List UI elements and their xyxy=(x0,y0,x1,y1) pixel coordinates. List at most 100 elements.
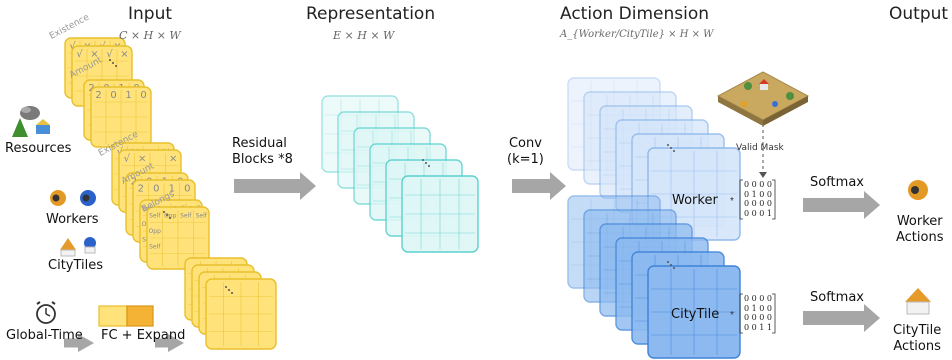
label-valid-mask: Valid Mask xyxy=(736,143,784,153)
game-board-side-left xyxy=(718,96,763,126)
svg-text:Opp: Opp xyxy=(164,212,177,219)
svg-text:0: 0 xyxy=(153,183,159,194)
svg-text:×: × xyxy=(90,49,98,60)
game-board-side-right xyxy=(763,96,808,126)
dots-worker-1 xyxy=(670,147,672,149)
plane-representation-6 xyxy=(401,175,479,253)
dots-resource-0 xyxy=(109,59,111,61)
label-softmax-top: Softmax xyxy=(810,175,864,190)
board-tree-1 xyxy=(744,82,752,90)
arrow-residual-blocks xyxy=(234,172,316,200)
resource-tree-icon xyxy=(12,118,28,137)
mask-matrix-citytile: 0 0 0 0 0 1 0 0 0 0 0 0 0 0 1 1 xyxy=(744,294,772,332)
header-input: Input xyxy=(128,4,173,24)
svg-text:Self: Self xyxy=(149,212,161,219)
dots-citytile-1 xyxy=(670,264,672,266)
dots-representation-0 xyxy=(422,159,424,161)
clock-hand-minute xyxy=(45,313,51,317)
dots-resource-2 xyxy=(115,65,117,67)
dots-representation-1 xyxy=(425,162,427,164)
citytile-icon-house xyxy=(60,249,76,257)
resource-gold-icon xyxy=(36,119,50,125)
header-output: Output xyxy=(889,4,949,24)
board-house xyxy=(760,84,768,90)
dots-worker-0 xyxy=(667,144,669,146)
dim-input: C × H × W xyxy=(119,29,181,42)
dots-worker-2 xyxy=(673,150,675,152)
label-worker-head: Worker xyxy=(672,193,718,208)
svg-text:1: 1 xyxy=(125,90,131,101)
dots-citytile-2 xyxy=(673,267,675,269)
arrow-softmax-citytile xyxy=(803,304,880,332)
worker-icon-blue-eye xyxy=(82,194,90,202)
svg-text:2: 2 xyxy=(95,90,101,101)
resource-crystal-icon xyxy=(36,125,50,134)
resource-stone-highlight xyxy=(21,107,31,113)
arrow-conv xyxy=(512,172,566,200)
label-workers: Workers xyxy=(46,212,99,227)
label-global-time: Global-Time xyxy=(6,328,83,343)
bracket-citytile-r xyxy=(772,293,776,334)
dots-global-1 xyxy=(228,289,230,291)
dots-belongs-2 xyxy=(169,217,171,219)
citytile-icon-roof xyxy=(60,238,76,250)
dots-global-0 xyxy=(225,286,227,288)
label-resources: Resources xyxy=(5,141,72,156)
svg-text:2: 2 xyxy=(131,176,137,187)
bracket-worker-r xyxy=(772,179,776,220)
header-action-dimension: Action Dimension xyxy=(560,4,710,24)
multiply-sign-citytile: * xyxy=(730,310,734,321)
arrow-fc-to-planes xyxy=(155,334,184,352)
svg-text:Opp: Opp xyxy=(149,228,162,235)
label-residual-blocks: Residual Blocks *8 xyxy=(232,136,293,167)
output-citytile-icon-house xyxy=(906,301,930,315)
bracket-worker xyxy=(739,179,743,220)
board-unit-2 xyxy=(741,101,747,107)
svg-text:√: √ xyxy=(76,49,83,60)
svg-text:√: √ xyxy=(106,49,113,60)
plane-citytile-action-6 xyxy=(647,265,741,359)
board-tree-2 xyxy=(786,92,794,100)
svg-text:Self: Self xyxy=(196,212,208,219)
arrow-time-to-fc xyxy=(64,334,94,352)
multiply-sign-worker: * xyxy=(730,196,734,207)
svg-text:Self: Self xyxy=(180,212,192,219)
clock-bell-right xyxy=(51,301,56,305)
mask-matrix-worker: 0 0 0 0 0 1 0 0 0 0 0 0 0 0 0 1 xyxy=(744,180,772,218)
svg-text:√: √ xyxy=(124,153,131,164)
label-citytile-actions: CityTile Actions xyxy=(893,323,942,354)
valid-mask-arrowhead xyxy=(759,172,767,178)
header-representation: Representation xyxy=(306,4,436,24)
plane-global-4 xyxy=(205,278,277,350)
svg-text:×: × xyxy=(169,153,177,164)
dim-action: A_{Worker/CityTile} × H × W xyxy=(560,29,714,40)
svg-text:2: 2 xyxy=(88,83,94,94)
svg-text:Self: Self xyxy=(149,243,161,250)
dots-representation-2 xyxy=(428,165,430,167)
label-worker-actions: Worker Actions xyxy=(896,214,944,245)
board-house-roof xyxy=(759,79,769,84)
svg-text:0: 0 xyxy=(184,183,190,194)
label-citytile-head: CityTile xyxy=(671,307,720,322)
dots-belongs-0 xyxy=(163,211,165,213)
svg-text:1: 1 xyxy=(169,183,175,194)
arrow-softmax-worker xyxy=(803,191,880,219)
citytile-icon-blue-base xyxy=(84,246,96,254)
fc-block-right xyxy=(126,305,154,327)
citytile-icon-blue xyxy=(84,237,96,249)
svg-text:×: × xyxy=(138,153,146,164)
label-citytiles: CityTiles xyxy=(48,258,104,273)
label-fc-expand: FC + Expand xyxy=(101,328,186,343)
clock-bell-left xyxy=(36,301,41,305)
output-worker-icon-eye xyxy=(911,186,919,194)
svg-text:×: × xyxy=(120,49,128,60)
label-conv: Conv (k=1) xyxy=(507,136,544,167)
svg-text:2: 2 xyxy=(138,183,144,194)
fc-block-left xyxy=(98,305,128,327)
svg-text:√: √ xyxy=(69,41,76,52)
svg-text:0: 0 xyxy=(140,90,146,101)
dim-representation: E × H × W xyxy=(333,29,395,42)
